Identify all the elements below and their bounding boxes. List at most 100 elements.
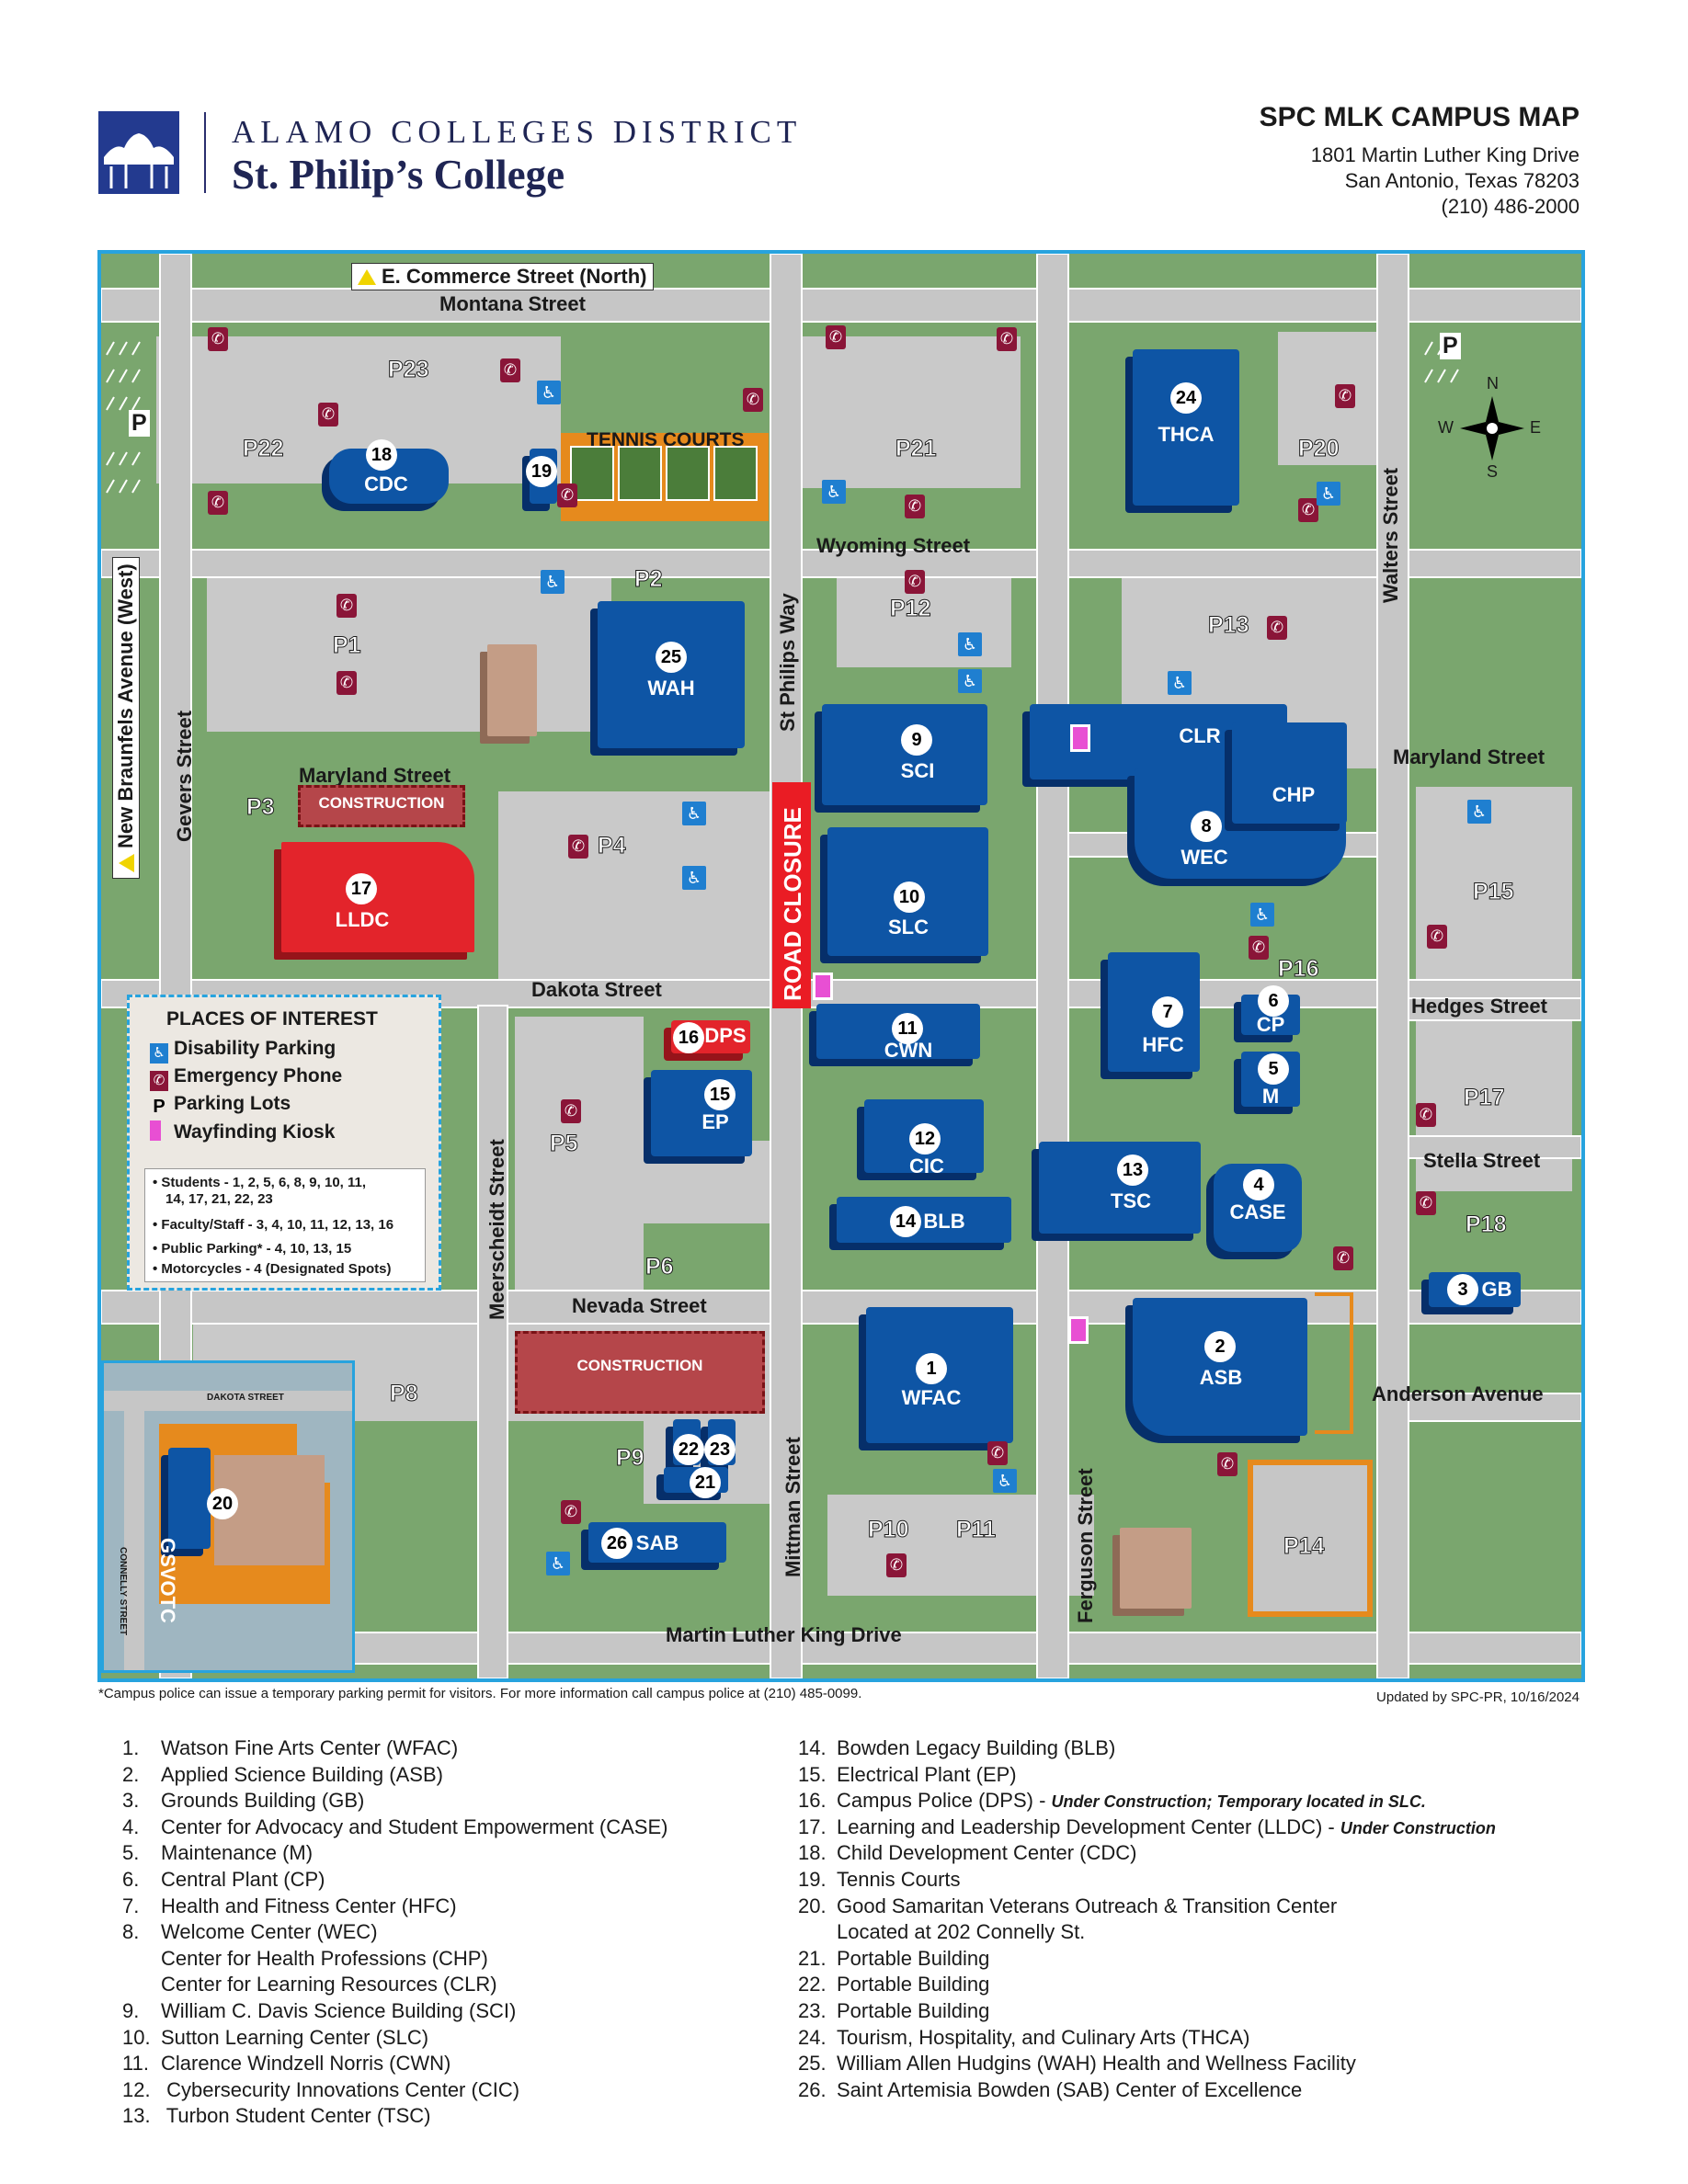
building-number: 11 xyxy=(892,1013,923,1044)
disability-parking-icon[interactable]: ♿ xyxy=(822,480,846,504)
disability-parking-icon[interactable]: ♿ xyxy=(1168,671,1192,695)
emergency-phone-icon[interactable]: ✆ xyxy=(997,327,1017,351)
emergency-phone-icon[interactable]: ✆ xyxy=(561,1500,581,1524)
disability-parking-icon[interactable]: ♿ xyxy=(958,632,982,656)
hedges-street-label: Hedges Street xyxy=(1411,995,1547,1018)
building-list-item: 24.Tourism, Hospitality, and Culinary Ar… xyxy=(798,2025,1496,2052)
emergency-phone-icon[interactable]: ✆ xyxy=(905,495,925,518)
emergency-phone-icon[interactable]: ✆ xyxy=(208,327,228,351)
emergency-phone-icon[interactable]: ✆ xyxy=(336,594,357,618)
building-24-thca[interactable] xyxy=(1133,349,1239,506)
emergency-phone-icon[interactable]: ✆ xyxy=(557,483,577,507)
building-13-tsc[interactable] xyxy=(1039,1142,1201,1234)
parking-lot-p23[interactable]: P22 xyxy=(242,436,284,462)
emergency-phone-icon[interactable]: ✆ xyxy=(743,388,763,412)
emergency-phone-icon[interactable]: ✆ xyxy=(561,1099,581,1123)
tennis-courts[interactable] xyxy=(561,433,769,521)
parking-lot-p15[interactable]: P16 xyxy=(1277,956,1319,983)
emergency-phone-icon[interactable]: ✆ xyxy=(208,491,228,515)
emergency-phone-icon[interactable]: ✆ xyxy=(987,1441,1008,1465)
parking-lot-p2[interactable]: P2 xyxy=(634,566,664,593)
parking-lot-p22[interactable]: P23 xyxy=(387,357,429,383)
emergency-phone-icon[interactable]: ✆ xyxy=(1249,936,1269,960)
building-14-blb[interactable] xyxy=(837,1197,1011,1243)
disability-parking-icon[interactable]: ♿ xyxy=(682,866,706,890)
emergency-phone-icon[interactable]: ✆ xyxy=(568,835,588,859)
building-2-asb[interactable] xyxy=(1133,1298,1307,1436)
emergency-phone-icon[interactable]: ✆ xyxy=(886,1553,907,1577)
parking-lot-p8[interactable]: P8 xyxy=(390,1381,419,1407)
wayfinding-kiosk-icon[interactable] xyxy=(1070,724,1090,752)
wayfinding-kiosk-icon[interactable] xyxy=(1068,1316,1089,1344)
list-text: Portable Building xyxy=(837,1973,990,1996)
warning-triangle-icon xyxy=(358,269,376,285)
legend-item-kiosk: Wayfinding Kiosk xyxy=(150,1120,335,1143)
emergency-phone-icon[interactable]: ✆ xyxy=(1333,1246,1353,1270)
construction-zone-south xyxy=(515,1331,765,1414)
disability-parking-icon[interactable]: ♿ xyxy=(1250,903,1274,927)
parking-lot-p17[interactable]: P18 xyxy=(1465,1211,1507,1238)
tan-building xyxy=(487,644,537,736)
emergency-phone-icon[interactable]: ✆ xyxy=(1416,1191,1436,1215)
parking-lot-p10[interactable]: P10 xyxy=(867,1517,909,1543)
road-closure-banner: ROAD CLOSURE xyxy=(772,782,811,1008)
emergency-phone-icon[interactable]: ✆ xyxy=(1298,498,1318,522)
wayfinding-kiosk-icon[interactable] xyxy=(813,973,833,1000)
parking-lot-p5[interactable]: P5 xyxy=(550,1131,579,1157)
list-text: Health and Fitness Center (HFC) xyxy=(161,1894,457,1917)
parking-lot-p1[interactable]: P1 xyxy=(333,632,362,659)
building-20-gsvotc[interactable] xyxy=(168,1448,211,1549)
disability-parking-icon[interactable]: ♿ xyxy=(537,381,561,404)
parking-lot-p11[interactable]: P11 xyxy=(955,1517,997,1543)
emergency-phone-icon[interactable]: ✆ xyxy=(1427,925,1447,949)
building-code: ASB xyxy=(1199,1366,1243,1389)
parking-lot-p3[interactable]: P3 xyxy=(246,794,276,821)
emergency-phone-icon[interactable]: ✆ xyxy=(500,358,520,382)
parking-lot-p14[interactable]: P15 xyxy=(1472,879,1514,905)
emergency-phone-icon[interactable]: ✆ xyxy=(336,671,357,695)
parking-lot-p20[interactable]: P20 xyxy=(1297,436,1340,462)
list-note: Under Construction; Temporary located in… xyxy=(1051,1792,1426,1812)
building-list-item: Center for Health Professions (CHP) xyxy=(122,1946,667,1973)
parking-lot-p12[interactable]: P12 xyxy=(889,596,931,622)
parking-lot-p18[interactable]: P14 xyxy=(1283,1533,1325,1560)
parking-lot-p4[interactable]: P4 xyxy=(598,833,627,859)
building-9-sci[interactable] xyxy=(822,704,987,805)
parking-lot-p9[interactable]: P9 xyxy=(616,1445,645,1472)
building-list-item: 13. Turbon Student Center (TSC) xyxy=(122,2103,667,2130)
campus-map[interactable]: E. Commerce Street (North) Montana Stree… xyxy=(97,250,1585,1682)
disability-parking-icon[interactable]: ♿ xyxy=(546,1552,570,1575)
places-of-interest-legend: PLACES OF INTEREST ♿Disability Parking ✆… xyxy=(127,995,441,1291)
building-17-lldc[interactable] xyxy=(281,842,474,952)
building-code: CIC xyxy=(909,1155,944,1177)
disability-parking-icon[interactable]: ♿ xyxy=(993,1469,1017,1493)
emergency-phone-icon[interactable]: ✆ xyxy=(318,403,338,427)
emergency-phone-icon[interactable]: ✆ xyxy=(826,325,846,349)
emergency-phone-icon[interactable]: ✆ xyxy=(905,570,925,594)
parking-lot-p13[interactable]: P13 xyxy=(1207,612,1249,639)
building-code: SAB xyxy=(635,1531,679,1554)
parking-lot-p6[interactable]: P6 xyxy=(645,1254,675,1280)
disability-parking-icon[interactable]: ♿ xyxy=(1317,482,1340,506)
building-15-ep[interactable] xyxy=(651,1070,752,1156)
disability-parking-icon[interactable]: ♿ xyxy=(958,669,982,693)
building-25-wah[interactable] xyxy=(598,601,745,748)
emergency-phone-icon[interactable]: ✆ xyxy=(1217,1452,1237,1476)
legend-item-disability: ♿Disability Parking xyxy=(150,1038,336,1064)
building-chp[interactable] xyxy=(1232,722,1347,824)
compass-south: S xyxy=(1487,462,1499,481)
emergency-phone-icon[interactable]: ✆ xyxy=(1267,616,1287,640)
gsvotc-inset-map[interactable]: DAKOTA STREET CONNELLY STREET GSVOTC 20 xyxy=(101,1360,355,1673)
parking-lot-icon: P xyxy=(1440,333,1461,359)
list-number: 16. xyxy=(798,1789,827,1813)
building-code: SLC xyxy=(888,916,929,938)
disability-parking-icon[interactable]: ♿ xyxy=(1467,800,1491,824)
list-number: 25. xyxy=(798,2052,827,2076)
disability-parking-icon[interactable]: ♿ xyxy=(541,570,565,594)
emergency-phone-icon[interactable]: ✆ xyxy=(1416,1103,1436,1127)
parking-lot-p21[interactable]: P21 xyxy=(895,436,937,462)
disability-parking-icon[interactable]: ♿ xyxy=(682,802,706,825)
emergency-phone-icon[interactable]: ✆ xyxy=(1335,384,1355,408)
list-text: Center for Advocacy and Student Empowerm… xyxy=(161,1814,668,1838)
parking-lot-p16[interactable]: P17 xyxy=(1463,1085,1505,1111)
